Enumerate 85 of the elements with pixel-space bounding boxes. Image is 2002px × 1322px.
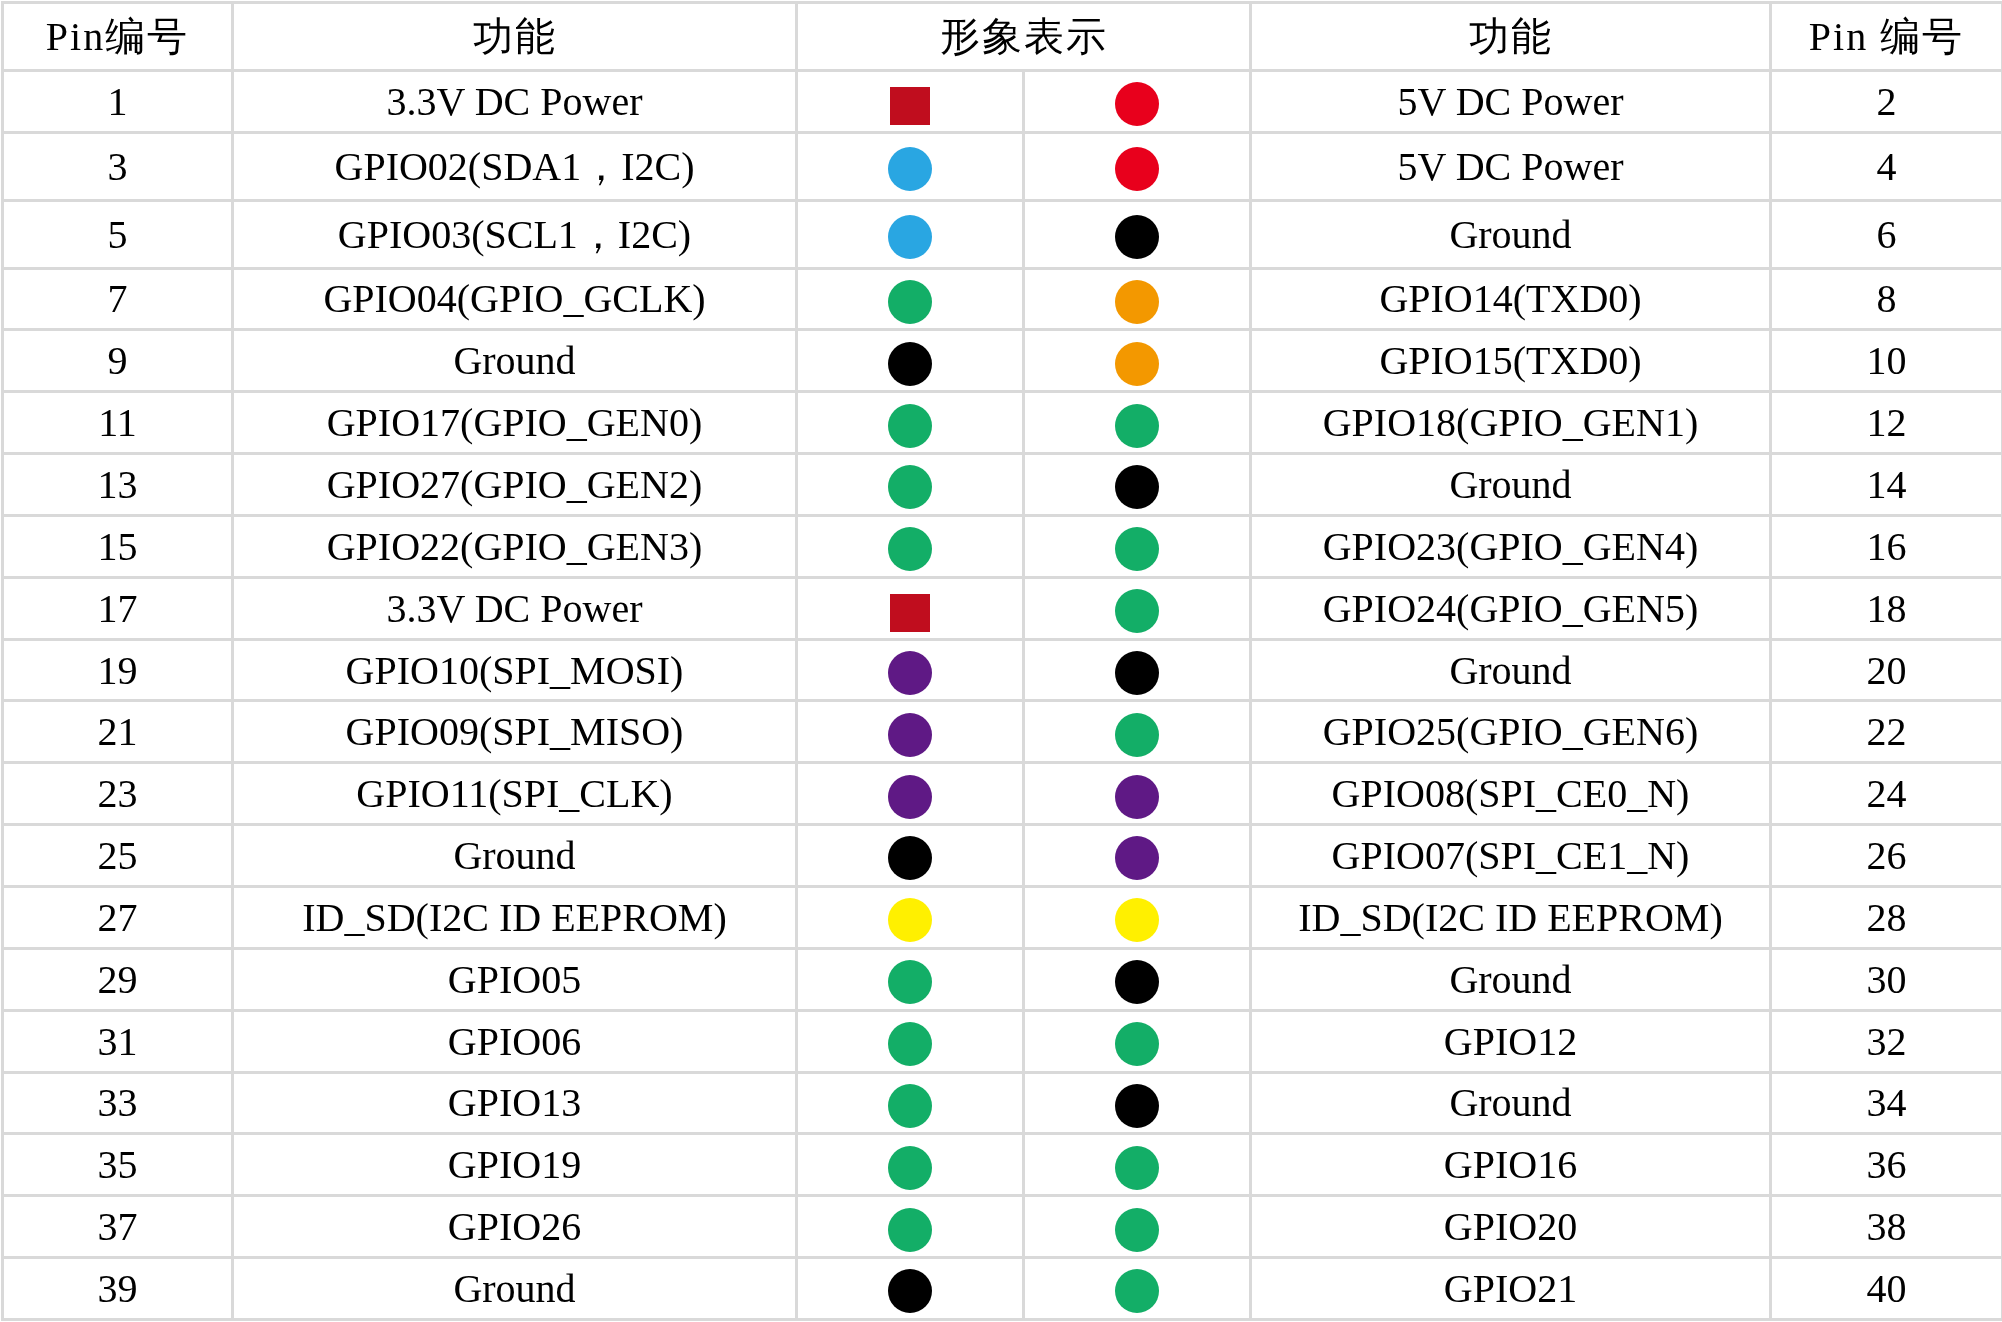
- pin-number: 38: [1866, 1204, 1907, 1250]
- pin-number: 30: [1866, 956, 1907, 1002]
- pin-number: 13: [97, 462, 138, 507]
- pin-number: 9: [107, 338, 128, 384]
- pin-function: ID_SD(I2C ID EEPROM): [302, 894, 727, 940]
- pin-number: 17: [97, 585, 138, 631]
- pin-function: GPIO25(GPIO_GEN6): [1322, 709, 1699, 755]
- column-header: 功能: [1468, 13, 1553, 59]
- pin-number: 19: [97, 647, 138, 693]
- pin-number: 23: [97, 771, 138, 817]
- pin-function: GPIO11(SPI_CLK): [356, 771, 673, 817]
- pin-function: GPIO27(GPIO_GEN2): [326, 462, 703, 507]
- pin-function: GPIO18(GPIO_GEN1): [1322, 400, 1699, 446]
- pin-function: Ground: [1449, 462, 1572, 507]
- pin-function: GPIO14(TXD0): [1379, 276, 1642, 322]
- pin-number: 35: [97, 1142, 138, 1188]
- pin-function: GPIO13: [447, 1080, 582, 1126]
- pin-function: GPIO09(SPI_MISO): [345, 709, 684, 755]
- pin-function: GPIO16: [1443, 1142, 1578, 1188]
- pin-function: GPIO26: [447, 1204, 582, 1250]
- pin-function: GPIO07(SPI_CE1_N): [1331, 833, 1690, 879]
- pin-number: 6: [1876, 211, 1897, 257]
- pin-number: 29: [97, 956, 138, 1002]
- pin-function: GPIO10(SPI_MOSI): [345, 647, 684, 693]
- pin-number: 2: [1876, 78, 1897, 124]
- pin-number: 21: [97, 709, 138, 755]
- pin-function: Ground: [453, 338, 576, 384]
- pin-function: GPIO12: [1443, 1018, 1578, 1064]
- pin-function: Ground: [1449, 211, 1572, 257]
- pin-number: 33: [97, 1080, 138, 1126]
- pin-number: 28: [1866, 894, 1907, 940]
- column-header: Pin 编号: [1808, 13, 1965, 59]
- pin-function: GPIO19: [447, 1142, 582, 1188]
- pin-function: GPIO06: [447, 1018, 582, 1064]
- pin-function: Ground: [1449, 956, 1572, 1002]
- pin-number: 26: [1866, 833, 1907, 879]
- pin-function: GPIO17(GPIO_GEN0): [326, 400, 703, 446]
- pin-function: GPIO04(GPIO_GCLK): [323, 276, 706, 322]
- pin-number: 34: [1866, 1080, 1907, 1126]
- pin-function: Ground: [1449, 647, 1572, 693]
- pin-number: 18: [1866, 585, 1907, 631]
- pin-function: GPIO24(GPIO_GEN5): [1322, 585, 1699, 631]
- pin-function: 3.3V DC Power: [386, 78, 643, 124]
- pin-number: 20: [1866, 647, 1907, 693]
- pin-number: 37: [97, 1204, 138, 1250]
- pin-number: 15: [97, 523, 138, 569]
- pin-number: 12: [1866, 400, 1907, 446]
- pin-function: 5V DC Power: [1397, 143, 1624, 189]
- pin-number: 39: [97, 1266, 138, 1312]
- pin-function: GPIO23(GPIO_GEN4): [1322, 523, 1699, 569]
- pin-number: 3: [107, 143, 128, 189]
- pin-number: 7: [107, 276, 128, 322]
- column-header: Pin编号: [45, 13, 190, 59]
- pin-function: 3.3V DC Power: [386, 585, 643, 631]
- pin-function: GPIO05: [447, 956, 582, 1002]
- pin-number: 4: [1876, 143, 1897, 189]
- column-header: 功能: [472, 13, 557, 59]
- pin-function: GPIO08(SPI_CE0_N): [1331, 771, 1690, 817]
- pin-function: GPIO21: [1443, 1266, 1578, 1312]
- pin-number: 36: [1866, 1142, 1907, 1188]
- pin-function: Ground: [453, 833, 576, 879]
- pin-number: 1: [107, 78, 128, 124]
- pin-number: 10: [1866, 338, 1907, 384]
- pin-function: GPIO22(GPIO_GEN3): [326, 523, 703, 569]
- pin-number: 32: [1866, 1018, 1907, 1064]
- pin-function: GPIO02(SDA1，I2C): [334, 143, 695, 189]
- pin-function: GPIO03(SCL1，I2C): [337, 211, 692, 257]
- pin-number: 22: [1866, 709, 1907, 755]
- pin-number: 24: [1866, 771, 1907, 817]
- pin-number: 14: [1866, 462, 1907, 507]
- pin-function: ID_SD(I2C ID EEPROM): [1298, 894, 1723, 940]
- pin-function: GPIO15(TXD0): [1379, 338, 1642, 384]
- pin-number: 27: [97, 894, 138, 940]
- pin-function: Ground: [453, 1266, 576, 1312]
- pin-number: 8: [1876, 276, 1897, 322]
- pin-number: 5: [107, 211, 128, 257]
- pin-function: 5V DC Power: [1397, 78, 1624, 124]
- column-header: 形象表示: [939, 13, 1108, 59]
- pin-function: Ground: [1449, 1080, 1572, 1126]
- pin-number: 25: [97, 833, 138, 879]
- pin-number: 11: [98, 400, 137, 446]
- pin-function: GPIO20: [1443, 1204, 1578, 1250]
- pin-number: 16: [1866, 523, 1907, 569]
- pin-number: 31: [97, 1018, 138, 1064]
- pin-number: 40: [1866, 1266, 1907, 1312]
